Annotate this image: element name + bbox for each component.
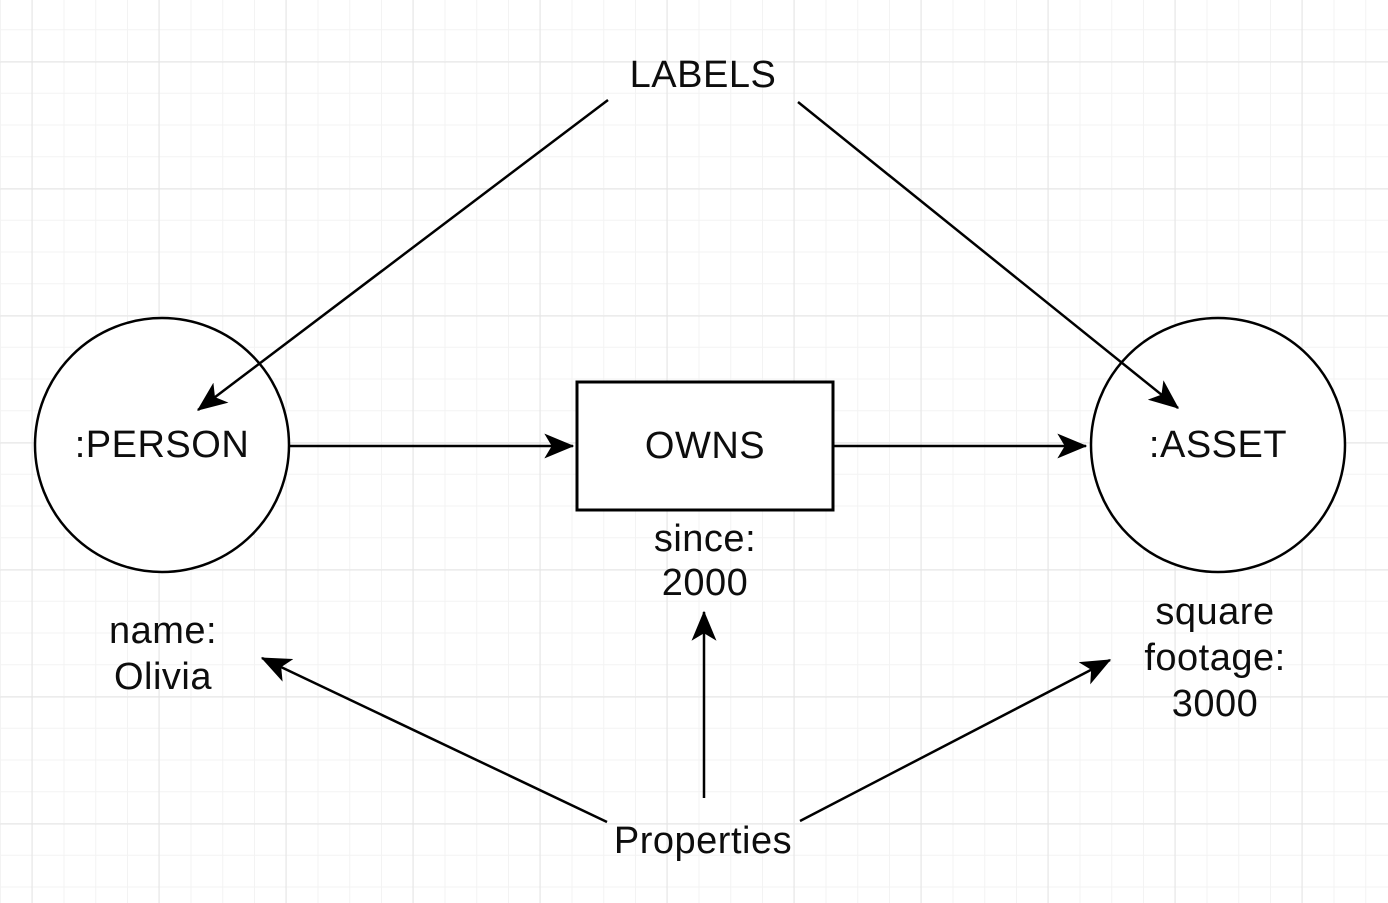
node-person-label: :PERSON bbox=[74, 423, 250, 466]
relationship-owns-label: OWNS bbox=[644, 424, 766, 467]
person-property-value: Olivia bbox=[113, 656, 213, 698]
node-person-circle bbox=[33, 316, 291, 574]
relationship-owns-box bbox=[575, 380, 835, 512]
labels-title: LABELS bbox=[629, 54, 777, 96]
asset-property-value: 3000 bbox=[1171, 683, 1259, 725]
person-property-key: name: bbox=[108, 610, 218, 652]
asset-property-key-line1: square bbox=[1155, 591, 1275, 633]
relationship-properties-text: since: 2000 bbox=[555, 517, 855, 605]
person-properties-text: name: Olivia bbox=[13, 608, 313, 700]
node-asset-label: :ASSET bbox=[1148, 423, 1288, 466]
arrow-labels-to-person bbox=[197, 99, 609, 411]
arrow-properties-to-asset-props bbox=[799, 658, 1112, 823]
relationship-property-value: 2000 bbox=[661, 562, 749, 604]
properties-title: Properties bbox=[613, 820, 793, 862]
relationship-property-key: since: bbox=[653, 518, 757, 560]
arrow-properties-to-person-props bbox=[260, 656, 608, 824]
asset-properties-text: square footage: 3000 bbox=[1065, 589, 1365, 727]
arrow-labels-to-asset bbox=[797, 101, 1179, 409]
asset-property-key-line2: footage: bbox=[1144, 637, 1286, 679]
